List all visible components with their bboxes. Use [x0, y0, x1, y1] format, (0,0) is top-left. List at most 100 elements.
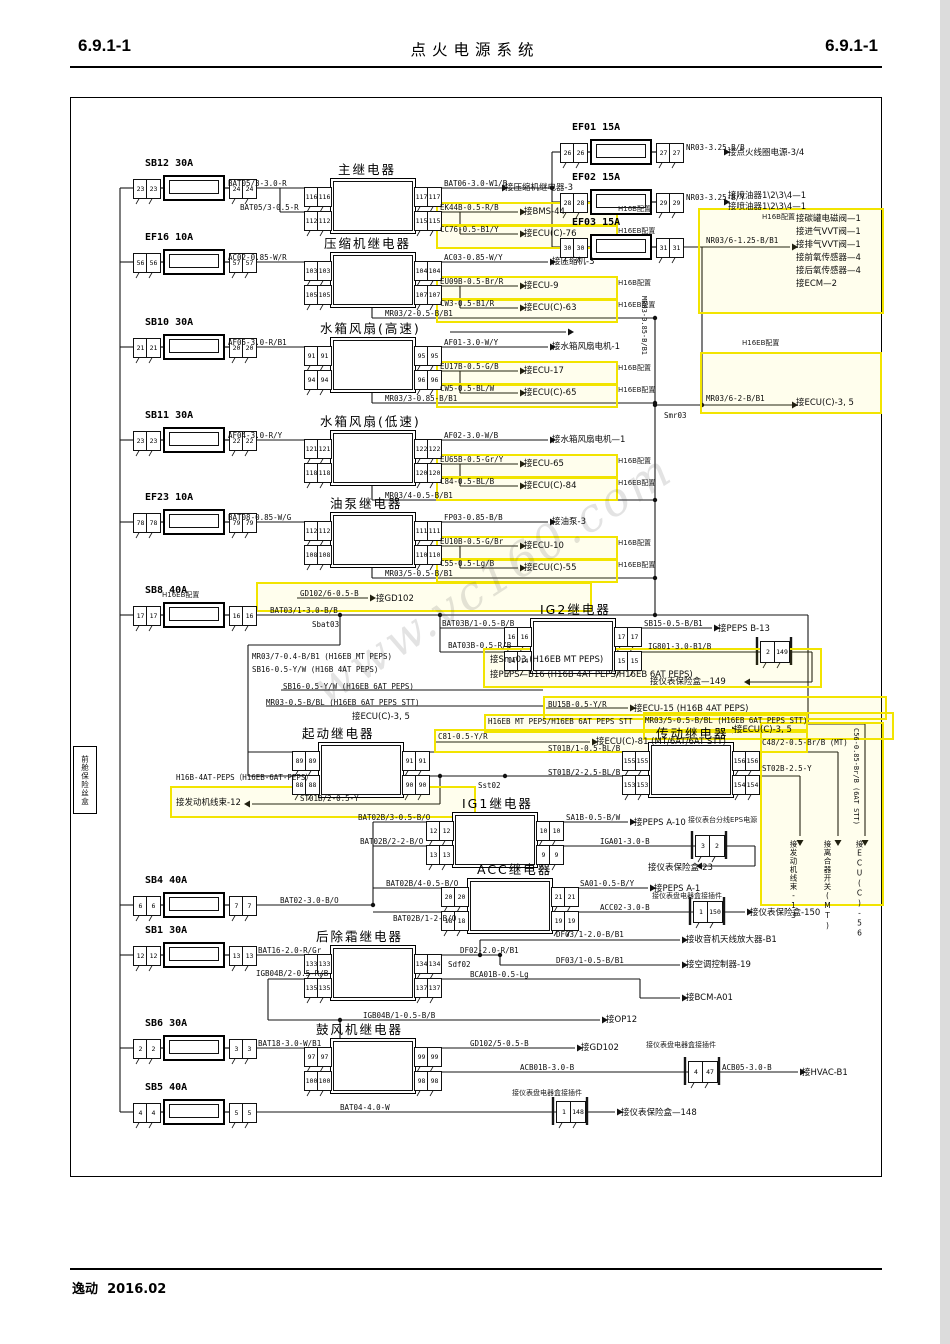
- page-title: 点火电源系统: [410, 41, 540, 59]
- fuse-sb10-pin: 21: [146, 338, 161, 358]
- config-note: 接仪表盘电器盒接插件: [646, 1041, 716, 1049]
- wire-label: IGB04B/2-0.5-R/B: [256, 969, 329, 978]
- vertical-label: MR03-0.85-B/B1: [640, 296, 648, 356]
- relay-acc-title: ACC继电器: [477, 862, 553, 877]
- fuse-sb8-pin: 16: [242, 606, 257, 626]
- target-label: 接仪表保险盒—149: [650, 677, 726, 687]
- relay-fan-high-pin: 95: [427, 346, 442, 366]
- wire-label: BAT08-0.85-W/G: [228, 513, 292, 522]
- fuse-sb12-pin: 24: [242, 179, 257, 199]
- relay-rear-defrost-title: 后除霜继电器: [316, 929, 404, 944]
- fuse-sb1-element: [169, 947, 219, 961]
- relay-fan-low-pin: 121: [317, 439, 332, 459]
- relay-drive-inner: [651, 745, 731, 795]
- relay-ig1-pin: 9: [549, 845, 564, 865]
- wire-label: EU10B-0.5-G/Br: [440, 537, 504, 546]
- config-note: 接仪表盘电器盒接插件: [512, 1089, 582, 1097]
- fuse-sb11-pin: 22: [242, 431, 257, 451]
- target-label: 接BCM-A01: [686, 993, 733, 1003]
- relay-rear-defrost-pin: 133: [317, 954, 332, 974]
- target-label: 接ECU(C)-76: [524, 229, 577, 239]
- fuse-ef23-pin: 78: [146, 513, 161, 533]
- wire-label: SA1B-0.5-B/W: [566, 813, 621, 822]
- fuse-ef01-pin: 26: [573, 143, 588, 163]
- junction-label: Sbat03: [312, 620, 340, 629]
- target-label: 接进气VVT阀—1: [796, 227, 861, 237]
- fuse-sb1-pin: 12: [146, 946, 161, 966]
- wire-label: BAT18-3.0-W/B1: [258, 1039, 322, 1048]
- target-label: 接碳罐电磁阀—1: [796, 214, 861, 224]
- relay-starter-pin: 89: [305, 751, 320, 771]
- relay-fan-high-pin: 94: [317, 370, 332, 390]
- fuse-sb6-label: SB6 30A: [145, 1018, 188, 1029]
- wire-label: ST02B-2.5-Y: [762, 764, 812, 773]
- fuse-ef03-element: [596, 239, 646, 253]
- target-label: 接仪表保险盒—148: [621, 1108, 697, 1118]
- relay-starter-pin: 91: [402, 751, 417, 771]
- relay-compressor-pin: 107: [414, 285, 429, 305]
- fuse-sb8-element: [169, 607, 219, 621]
- relay-starter-pin: 90: [415, 775, 430, 795]
- wire-label: SA01-0.5-B/Y: [580, 879, 635, 888]
- relay-main-pin: 112: [317, 211, 332, 231]
- fuse-sb5-pin: 5: [242, 1103, 257, 1123]
- relay-fan-high-pin: 91: [317, 346, 332, 366]
- target-label: 接喷油器1\2\3\4—1: [728, 202, 807, 212]
- relay-compressor-inner: [333, 255, 413, 305]
- fuse-sb4-pin: 7: [242, 896, 257, 916]
- relay-fan-high-pin: 96: [427, 370, 442, 390]
- relay-starter-pin: 88: [305, 775, 320, 795]
- wire-label: BCA01B-0.5-Lg: [470, 970, 529, 979]
- relay-main: [330, 178, 416, 234]
- fuse-sb12-label: SB12 30A: [145, 158, 194, 169]
- wire-label: BAT03/1-3.0-B/B: [270, 606, 338, 615]
- highlight-box: [700, 352, 882, 414]
- relay-starter-title: 起动继电器: [302, 726, 375, 741]
- relay-starter-pin: 91: [415, 751, 430, 771]
- highlight-box: [760, 722, 884, 906]
- wire-label: AC02-0.85-W/R: [228, 253, 287, 262]
- relay-blower-title: 鼓风机继电器: [316, 1022, 404, 1037]
- relay-ig1: [452, 812, 538, 868]
- fuse-ef23-element: [169, 514, 219, 528]
- config-note: 接仪表台分线EPS电源: [688, 816, 758, 824]
- wire-label: MR03/7-0.4-B/B1 (H16EB MT PEPS): [252, 652, 392, 661]
- wire-label: DF03/1-2.0-B/B1: [556, 930, 624, 939]
- config-note: H16B配置: [618, 539, 651, 547]
- page-number-right: 6.9.1-1: [825, 36, 878, 55]
- target-label: 接ECU(C)-63: [524, 303, 577, 313]
- wire-label: NR03-3.25-B/Y: [686, 193, 745, 202]
- relay-drive-pin: 154: [745, 775, 760, 795]
- relay-acc-inner: [470, 881, 550, 931]
- wire-label: NR03/6-1.25-B/B1: [706, 236, 779, 245]
- relay-blower-pin: 100: [317, 1071, 332, 1091]
- target-label: 接GD102: [376, 594, 414, 604]
- fuse-sb4-pin: 6: [146, 896, 161, 916]
- fuse-ef16-pin: 56: [146, 253, 161, 273]
- target-label: 接压缩机继电器-3: [505, 183, 573, 193]
- relay-fuel-pump-pin: 112: [317, 521, 332, 541]
- wire-label: CW3-0.5-B1/R: [440, 299, 495, 308]
- relay-drive: [648, 742, 734, 798]
- config-note: H16EB配置: [162, 591, 200, 599]
- fuse-ef16-pin: 57: [242, 253, 257, 273]
- relay-ig1-pin: 12: [439, 821, 454, 841]
- fuse-ef01-element: [596, 144, 646, 158]
- wire-label: C84-0.5-BL/B: [440, 477, 495, 486]
- fuse-sb4-label: SB4 40A: [145, 875, 188, 886]
- relay-compressor-pin: 103: [317, 261, 332, 281]
- fuse-ef03-pin: 30: [573, 238, 588, 258]
- fuse-ef02-pin: 29: [669, 193, 684, 213]
- relay-ig1-pin: 13: [439, 845, 454, 865]
- wire-label: IG801-3.0-B1/B: [648, 642, 712, 651]
- target-label: 接后氧传感器—4: [796, 266, 861, 276]
- relay-blower-pin: 97: [317, 1047, 332, 1067]
- relay-fan-low: [330, 430, 416, 486]
- conn-dash-148-pin: 148: [570, 1101, 586, 1123]
- fuse-ef03-label: EF03 15A: [572, 217, 621, 228]
- wire-label: ST01B/2-2.5-BL/B: [548, 768, 621, 777]
- fuse-sb10-pin: 20: [242, 338, 257, 358]
- fuse-sb1-pin: 13: [242, 946, 257, 966]
- target-label: 接ECU(C)-84: [524, 481, 577, 491]
- wire-label: ACB01B-3.0-B: [520, 1063, 575, 1072]
